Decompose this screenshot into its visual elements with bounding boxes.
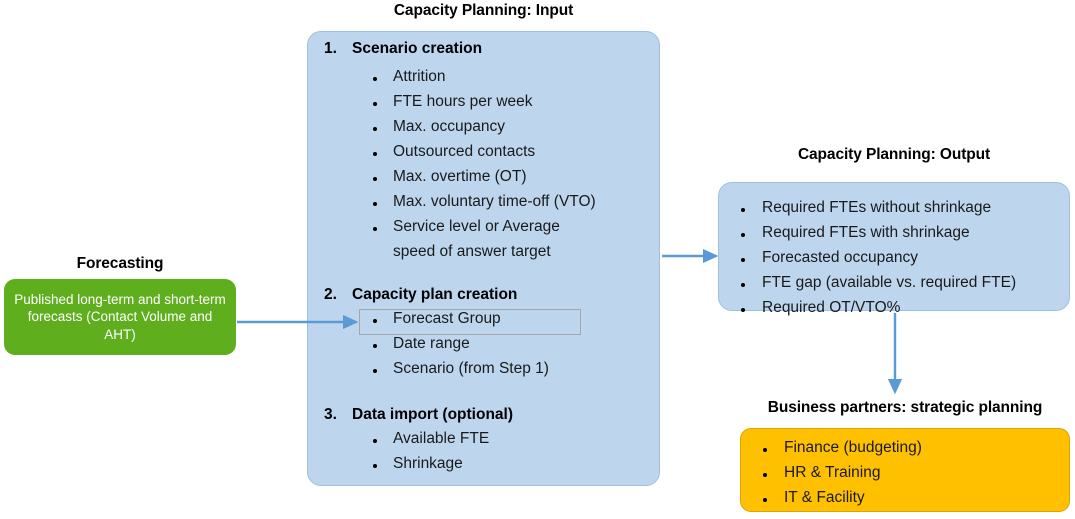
input-s3-bullet-available-fte: Available FTE bbox=[393, 430, 490, 447]
bullet-icon bbox=[741, 233, 745, 237]
output-bullet-5: Required OT/VTO% bbox=[762, 299, 901, 316]
partners-bullet-3: IT & Facility bbox=[784, 489, 865, 506]
bullet-icon bbox=[741, 308, 745, 312]
bullet-icon bbox=[763, 498, 767, 502]
input-s1-bullet-4: Outsourced contacts bbox=[393, 143, 536, 160]
input-section-2-title: Capacity plan creation bbox=[352, 286, 518, 303]
output-bullet-1: Required FTEs without shrinkage bbox=[762, 199, 992, 216]
capacity-planning-output-box: Required FTEs without shrinkage Required… bbox=[718, 182, 1070, 316]
bullet-icon bbox=[373, 77, 377, 81]
bullet-icon bbox=[373, 202, 377, 206]
bullet-icon bbox=[741, 208, 745, 212]
input-s1-bullet-3: Max. occupancy bbox=[393, 118, 505, 135]
input-s3-bullet-shrinkage: Shrinkage bbox=[393, 455, 463, 472]
input-s2-bullet-date-range: Date range bbox=[393, 335, 470, 352]
input-s1-bullet-5: Max. overtime (OT) bbox=[393, 168, 527, 185]
input-s1-bullet-7: Service level or Average bbox=[393, 218, 560, 235]
output-bullet-4: FTE gap (available vs. required FTE) bbox=[762, 274, 1017, 291]
input-s2-bullet-forecast-group[interactable]: Forecast Group bbox=[393, 310, 501, 327]
bullet-icon bbox=[373, 227, 377, 231]
business-partners-box: Finance (budgeting) HR & Training IT & F… bbox=[740, 428, 1070, 512]
bullet-icon bbox=[373, 102, 377, 106]
input-s1-bullet-2: FTE hours per week bbox=[393, 93, 533, 110]
bullet-icon bbox=[373, 152, 377, 156]
forecasting-heading: Forecasting bbox=[76, 255, 164, 272]
bullet-icon bbox=[763, 448, 767, 452]
bullet-icon bbox=[763, 473, 767, 477]
output-bullet-3: Forecasted occupancy bbox=[762, 249, 918, 266]
input-s2-bullet-scenario: Scenario (from Step 1) bbox=[393, 360, 549, 377]
input-section-3-index: 3. bbox=[324, 406, 337, 423]
forecasting-body-text: Published long-term and short-term forec… bbox=[14, 292, 226, 342]
capacity-planning-input-box: 1. Scenario creation Attrition FTE hours… bbox=[307, 31, 660, 486]
business-partners-heading: Business partners: strategic planning bbox=[767, 399, 1043, 416]
bullet-icon bbox=[373, 464, 377, 468]
output-bullet-2: Required FTEs with shrinkage bbox=[762, 224, 970, 241]
bullet-icon bbox=[373, 127, 377, 131]
partners-bullet-2: HR & Training bbox=[784, 464, 881, 481]
input-section-1-index: 1. bbox=[324, 40, 337, 57]
bullet-icon bbox=[373, 344, 377, 348]
input-section-1-title: Scenario creation bbox=[352, 40, 483, 57]
output-section-heading: Capacity Planning: Output bbox=[797, 146, 991, 163]
input-s1-bullet-7-continuation: speed of answer target bbox=[393, 243, 551, 260]
forecasting-box: Published long-term and short-term forec… bbox=[4, 279, 236, 355]
input-section-3-title: Data import (optional) bbox=[352, 406, 514, 423]
bullet-icon bbox=[741, 283, 745, 287]
bullet-icon bbox=[373, 439, 377, 443]
bullet-icon bbox=[741, 258, 745, 262]
bullet-icon bbox=[373, 177, 377, 181]
forecast-group-highlight-box[interactable] bbox=[359, 309, 581, 335]
input-section-2-index: 2. bbox=[324, 286, 337, 303]
input-s1-bullet-1: Attrition bbox=[393, 68, 446, 85]
input-s1-bullet-6: Max. voluntary time-off (VTO) bbox=[393, 193, 596, 210]
bullet-icon bbox=[373, 319, 377, 323]
input-section-heading: Capacity Planning: Input bbox=[393, 2, 574, 19]
bullet-icon bbox=[373, 369, 377, 373]
partners-bullet-1: Finance (budgeting) bbox=[784, 439, 922, 456]
